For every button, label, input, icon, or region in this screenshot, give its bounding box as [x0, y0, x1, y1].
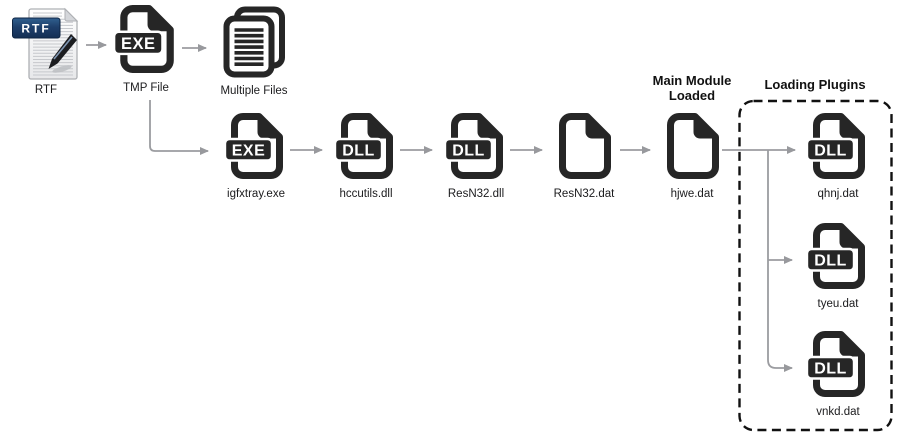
- node-label: hccutils.dll: [339, 188, 393, 200]
- rtf-banner: RTF: [12, 17, 61, 39]
- svg-text:EXE: EXE: [121, 35, 156, 53]
- rtf-document-icon: RTF: [12, 7, 79, 80]
- file-icon: [556, 112, 612, 180]
- node-tyeu: DLL tyeu.dat: [788, 222, 888, 310]
- dll-file-icon: DLL: [443, 112, 504, 180]
- node-label: qhnj.dat: [817, 188, 859, 200]
- svg-text:DLL: DLL: [452, 143, 485, 160]
- node-label: ResN32.dat: [553, 188, 615, 200]
- svg-text:RTF: RTF: [21, 22, 50, 36]
- svg-text:DLL: DLL: [814, 253, 847, 270]
- file-icon: [664, 112, 720, 180]
- pen-icon: [48, 34, 77, 73]
- node-label: tyeu.dat: [817, 298, 859, 310]
- dll-file-icon: DLL: [805, 330, 866, 398]
- node-rtf: RTF RTF: [0, 4, 96, 96]
- arrow-tmp-to-igfxtray: [149, 100, 209, 155]
- node-multiple-files: Multiple Files: [204, 6, 304, 97]
- svg-text:DLL: DLL: [342, 143, 375, 160]
- node-label: Multiple Files: [220, 85, 288, 97]
- node-igfxtray: EXE igfxtray.exe: [206, 112, 306, 200]
- node-hjwe: hjwe.dat: [642, 112, 742, 200]
- exe-file-icon: EXE: [223, 112, 284, 180]
- svg-text:DLL: DLL: [814, 361, 847, 378]
- node-label: RTF: [34, 84, 58, 96]
- node-label: hjwe.dat: [670, 188, 714, 200]
- node-label: TMP File: [123, 82, 169, 94]
- loading-plugins-label: Loading Plugins: [764, 77, 866, 92]
- node-resn32-dat: ResN32.dat: [534, 112, 634, 200]
- exe-file-icon: EXE: [112, 4, 175, 74]
- node-qhnj: DLL qhnj.dat: [788, 112, 888, 200]
- node-label: igfxtray.exe: [227, 188, 285, 200]
- node-label: ResN32.dll: [447, 188, 505, 200]
- svg-text:DLL: DLL: [814, 143, 847, 160]
- main-module-loaded-label: Main Module Loaded: [652, 73, 732, 104]
- node-label: vnkd.dat: [816, 406, 860, 418]
- dll-file-icon: DLL: [333, 112, 394, 180]
- svg-text:EXE: EXE: [232, 143, 266, 160]
- dll-file-icon: DLL: [805, 222, 866, 290]
- node-tmp-file: EXE TMP File: [96, 4, 196, 94]
- node-hccutils: DLL hccutils.dll: [316, 112, 416, 200]
- dll-file-icon: DLL: [805, 112, 866, 180]
- node-resn32-dll: DLL ResN32.dll: [426, 112, 526, 200]
- multiple-files-icon: [223, 6, 285, 78]
- node-vnkd: DLL vnkd.dat: [788, 330, 888, 418]
